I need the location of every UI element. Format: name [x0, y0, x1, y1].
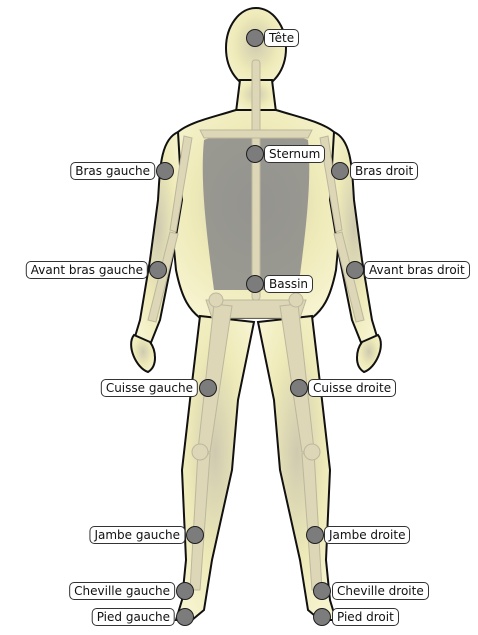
point-cheville-droite-dot[interactable] [313, 582, 331, 600]
point-pied-gauche-dot[interactable] [176, 608, 194, 626]
point-avant-bras-gauche-label[interactable]: Avant bras gauche [26, 261, 148, 279]
point-pied-gauche-label[interactable]: Pied gauche [92, 608, 175, 626]
point-bassin-label[interactable]: Bassin [264, 275, 313, 293]
point-bassin-dot[interactable] [246, 275, 264, 293]
point-sternum-dot[interactable] [246, 145, 264, 163]
point-avant-bras-droit-dot[interactable] [346, 261, 364, 279]
point-cuisse-gauche-dot[interactable] [199, 379, 217, 397]
point-tete-dot[interactable] [246, 29, 264, 47]
point-avant-bras-droit-label[interactable]: Avant bras droit [364, 261, 470, 279]
point-jambe-gauche-dot[interactable] [186, 526, 204, 544]
point-jambe-droite-dot[interactable] [306, 526, 324, 544]
point-jambe-gauche-label[interactable]: Jambe gauche [89, 526, 185, 544]
point-bras-gauche-label[interactable]: Bras gauche [70, 162, 155, 180]
point-bras-droit-dot[interactable] [331, 162, 349, 180]
point-cuisse-droite-label[interactable]: Cuisse droite [308, 379, 396, 397]
point-jambe-droite-label[interactable]: Jambe droite [324, 526, 410, 544]
point-avant-bras-gauche-dot[interactable] [149, 261, 167, 279]
point-cheville-gauche-dot[interactable] [176, 582, 194, 600]
point-sternum-label[interactable]: Sternum [264, 145, 325, 163]
point-cuisse-gauche-label[interactable]: Cuisse gauche [101, 379, 198, 397]
point-pied-droit-label[interactable]: Pied droit [332, 608, 399, 626]
point-pied-droit-dot[interactable] [313, 608, 331, 626]
point-cheville-droite-label[interactable]: Cheville droite [332, 582, 429, 600]
point-bras-gauche-dot[interactable] [156, 162, 174, 180]
point-cheville-gauche-label[interactable]: Cheville gauche [69, 582, 175, 600]
point-tete-label[interactable]: Tête [264, 29, 299, 47]
point-cuisse-droite-dot[interactable] [290, 379, 308, 397]
point-bras-droit-label[interactable]: Bras droit [350, 162, 418, 180]
